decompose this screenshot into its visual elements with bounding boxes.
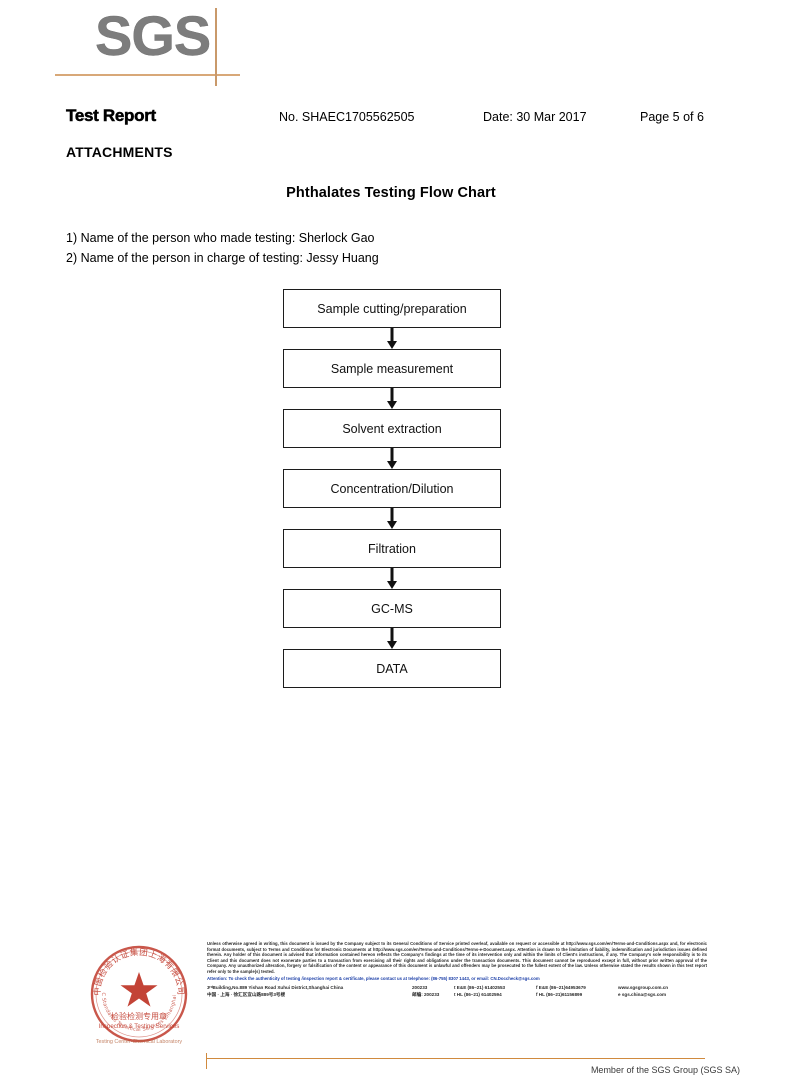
email[interactable]: e sgs.china@sgs.com	[618, 992, 667, 998]
page-title: Test Report	[66, 106, 157, 126]
table-row: 3ʳᵈBuilding,No.889 Yishan Road Xuhui Dis…	[207, 984, 705, 991]
report-header: Test Report No. SHAEC1705562505 Date: 30…	[66, 106, 746, 130]
footer-text-block: Unless otherwise agreed in writing, this…	[207, 941, 707, 998]
page-indicator: Page 5 of 6	[640, 110, 704, 124]
phthalates-testing-flowchart: Sample cutting/preparation Sample measur…	[283, 289, 501, 688]
flowchart-title: Phthalates Testing Flow Chart	[0, 185, 800, 201]
tel-hl: t HL (86–21) 61402594	[454, 992, 502, 998]
legal-disclaimer: Unless otherwise agreed in writing, this…	[207, 941, 707, 974]
notes-block: 1) Name of the person who made testing: …	[66, 228, 379, 268]
note-line: 2) Name of the person in charge of testi…	[66, 251, 379, 265]
contact-address-table: 3ʳᵈBuilding,No.889 Yishan Road Xuhui Dis…	[207, 984, 705, 998]
table-row: 中国 · 上海 · 徐汇区宜山路889号3号楼 邮编: 200233 t HL …	[207, 991, 705, 998]
note-line: 1) Name of the person who made testing: …	[66, 231, 375, 245]
svg-text:Inspection & Testing Services: Inspection & Testing Services	[99, 1023, 180, 1030]
flow-node-gc-ms: GC-MS	[283, 589, 501, 628]
zip-en: 200233	[412, 985, 428, 991]
fax-ee: f E&E (86–21)64953679	[536, 985, 586, 991]
flow-arrow-down-icon	[283, 508, 501, 529]
flow-node-solvent-extraction: Solvent extraction	[283, 409, 501, 448]
flow-node-filtration: Filtration	[283, 529, 501, 568]
footer-vertical-tick	[206, 1053, 208, 1069]
fax-hl: f HL (86–21)61156899	[536, 992, 583, 998]
page-footer: 中国检验认证集团上海有限公司 SGS-CSTC Standards Techni…	[0, 925, 800, 1085]
svg-text:检验检测专用章: 检验检测专用章	[111, 1011, 167, 1021]
inspection-testing-seal-stamp: 中国检验认证集团上海有限公司 SGS-CSTC Standards Techni…	[78, 933, 200, 1055]
flow-node-concentration-dilution: Concentration/Dilution	[283, 469, 501, 508]
flow-arrow-down-icon	[283, 568, 501, 589]
attention-notice[interactable]: Attention: To check the authenticity of …	[207, 975, 540, 981]
svg-text:Testing Center-Chemical Labora: Testing Center-Chemical Laboratory	[96, 1039, 183, 1045]
flow-arrow-down-icon	[283, 448, 501, 469]
report-date: Date: 30 Mar 2017	[483, 110, 587, 124]
report-number: No. SHAEC1705562505	[279, 110, 415, 124]
sgs-group-member-line: Member of the SGS Group (SGS SA)	[590, 1065, 740, 1075]
flow-arrow-down-icon	[283, 388, 501, 409]
address-cn: 中国 · 上海 · 徐汇区宜山路889号3号楼	[207, 992, 286, 998]
footer-horizontal-rule	[207, 1058, 705, 1060]
logo-vertical-rule	[215, 8, 217, 86]
website[interactable]: www.sgsgroup.com.cn	[618, 985, 669, 991]
flow-node-data: DATA	[283, 649, 501, 688]
flow-node-sample-cutting: Sample cutting/preparation	[283, 289, 501, 328]
sgs-logo-text: SGS	[95, 4, 212, 67]
flowchart-title-text: Phthalates Testing Flow Chart	[286, 185, 496, 201]
sgs-logo: SGS	[55, 4, 245, 86]
flow-arrow-down-icon	[283, 628, 501, 649]
logo-horizontal-rule	[55, 74, 240, 76]
zip-cn: 邮编: 200233	[412, 992, 440, 998]
tel-ee: t E&E (86–21) 61402553	[454, 985, 506, 991]
attachments-heading: ATTACHMENTS	[66, 144, 173, 160]
flow-node-sample-measurement: Sample measurement	[283, 349, 501, 388]
flow-arrow-down-icon	[283, 328, 501, 349]
address-en: 3ʳᵈBuilding,No.889 Yishan Road Xuhui Dis…	[207, 985, 344, 991]
